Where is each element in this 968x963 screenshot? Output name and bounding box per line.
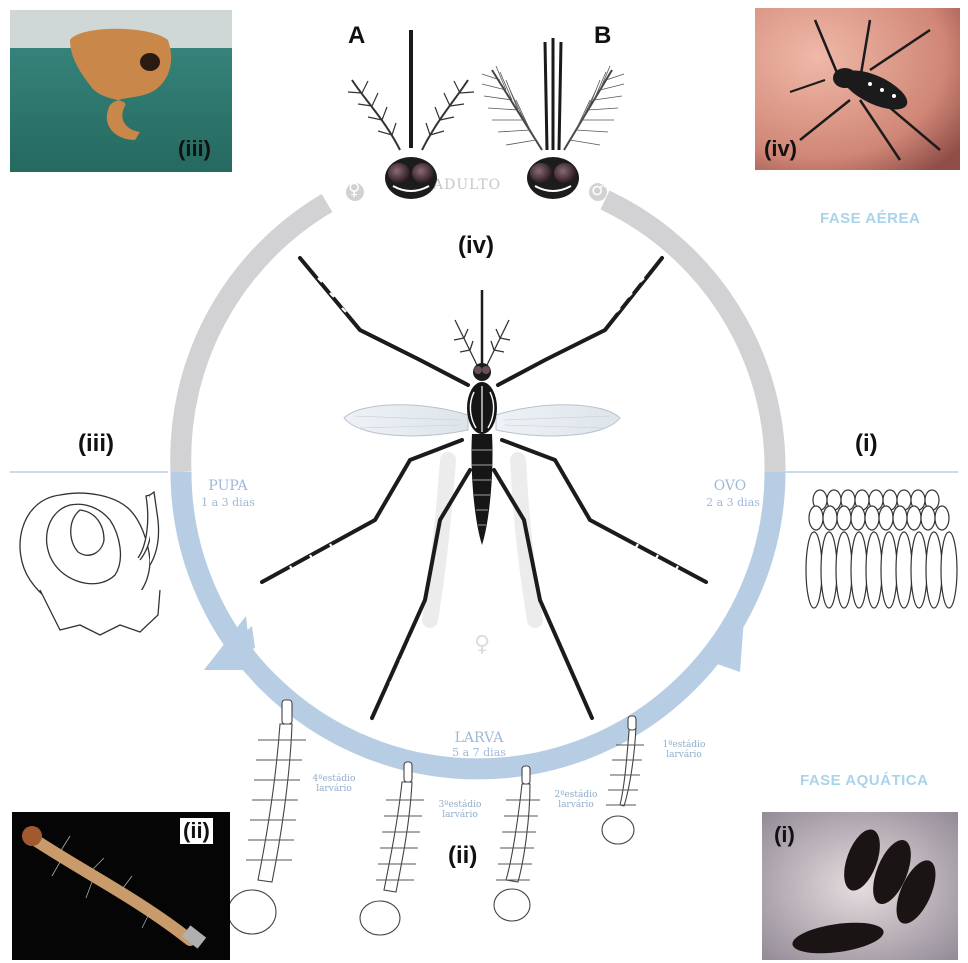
mosquito-female-head-icon xyxy=(348,30,474,199)
instar-2-line1: 2ºestádio xyxy=(544,790,608,800)
pupa-stage-duration: 1 a 3 dias xyxy=(190,496,266,509)
fase-aquatica-label: FASE AQUÁTICA xyxy=(800,772,928,789)
egg-cluster-icon xyxy=(806,490,957,608)
head-a-label: A xyxy=(348,22,365,50)
photo-iii-label: (iii) xyxy=(178,136,211,162)
instar-3-label: 3ºestádio larvário xyxy=(428,800,492,820)
head-b-label: B xyxy=(594,22,611,50)
instar-3-line2: larvário xyxy=(428,810,492,820)
male-symbol: ♂ xyxy=(591,180,606,200)
center-female-symbol: ♀ xyxy=(474,632,490,657)
female-symbol: ♀ xyxy=(348,180,360,200)
instar-3-line1: 3ºestádio xyxy=(428,800,492,810)
photo-i-label: (i) xyxy=(774,822,795,848)
larva-stage-name: LARVA xyxy=(444,730,514,746)
instar-2-label: 2ºestádio larvário xyxy=(544,790,608,810)
larva-stage-duration: 5 a 7 dias xyxy=(440,746,518,759)
fase-aerea-label: FASE AÉREA xyxy=(820,210,920,227)
instar-1-line1: 1ºestádio xyxy=(652,740,716,750)
ovo-stage-name: OVO xyxy=(700,478,760,494)
instar-4-label: 4ºestádio larvário xyxy=(302,774,366,794)
pupa-stage-name: PUPA xyxy=(196,478,260,494)
instar-2-line2: larvário xyxy=(544,800,608,810)
instar-4-line2: larvário xyxy=(302,784,366,794)
adulto-label: ADULTO xyxy=(433,177,501,193)
mosquito-male-head-icon xyxy=(482,38,624,199)
left-iii-label: (iii) xyxy=(78,430,114,458)
aerial-ring-right xyxy=(605,200,775,472)
ovo-stage-duration: 2 a 3 dias xyxy=(694,496,772,509)
center-iv-label: (iv) xyxy=(458,232,494,260)
aerial-ring-left xyxy=(181,203,327,472)
photo-iv-label: (iv) xyxy=(764,136,797,162)
pupa-drawing-icon xyxy=(20,492,160,635)
photo-ii-label: (ii) xyxy=(180,818,213,844)
instar-4-line1: 4ºestádio xyxy=(302,774,366,784)
instar-1-label: 1ºestádio larvário xyxy=(652,740,716,760)
bottom-ii-label: (ii) xyxy=(448,842,477,870)
instar-1-line2: larvário xyxy=(652,750,716,760)
right-i-label: (i) xyxy=(855,430,878,458)
